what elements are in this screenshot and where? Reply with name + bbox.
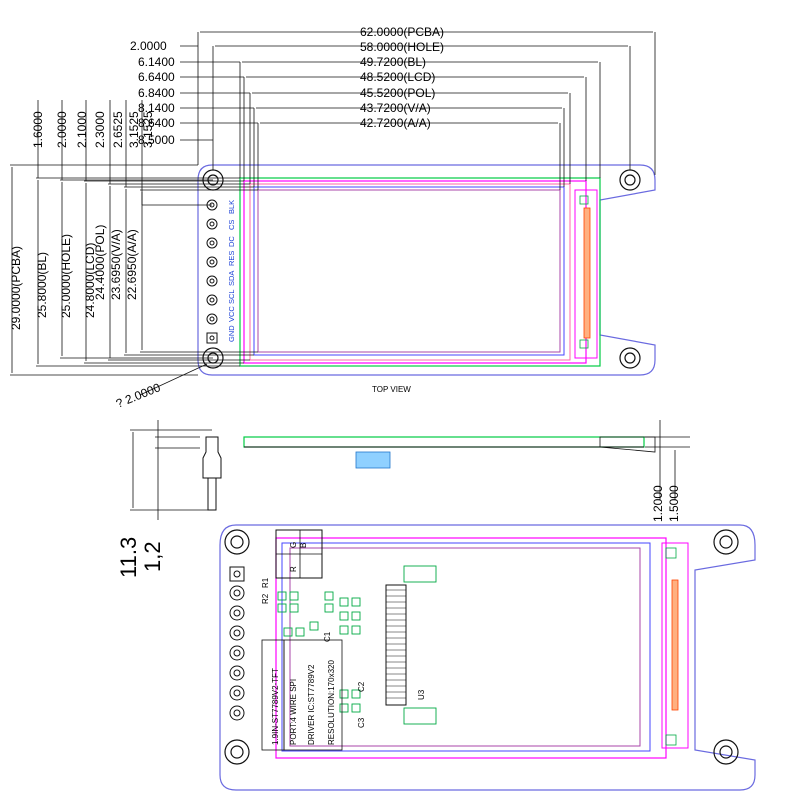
dim-offset-2: 6.1400 bbox=[138, 55, 175, 69]
dim-top-4: 2.3000 bbox=[93, 111, 107, 148]
dim-board-thickness: 1,2 bbox=[140, 541, 165, 572]
top-view-caption: TOP VIEW bbox=[372, 385, 411, 394]
dim-va-width: 43.7200(V/A) bbox=[360, 101, 431, 115]
bottom-pin-pads bbox=[229, 566, 245, 721]
bottom-lcd-outline bbox=[275, 537, 667, 759]
dim-aa-width: 42.7200(A/A) bbox=[360, 116, 431, 130]
dim-aa-height: 22.6950(A/A) bbox=[125, 229, 139, 300]
dim-offset-4: 6.8400 bbox=[138, 86, 175, 100]
height-dimensions bbox=[10, 100, 258, 396]
top-view: GND VCC SCL SDA RES DC CS BLK bbox=[9, 25, 656, 411]
spec-box bbox=[283, 639, 343, 751]
va-outline bbox=[253, 186, 565, 356]
mounting-holes bbox=[202, 169, 641, 369]
dim-va-height: 23.6950(V/A) bbox=[109, 229, 123, 300]
chip-label-u3: U3 bbox=[417, 689, 426, 700]
dim-hole-diameter: ? 2.0000 bbox=[114, 380, 163, 411]
pin-label-blk: BLK bbox=[227, 200, 236, 214]
dim-pcba-width: 62.0000(PCBA) bbox=[360, 25, 444, 39]
resistor-label-r2: R2 bbox=[261, 593, 270, 604]
cap-label-c3: C3 bbox=[357, 717, 366, 728]
dim-thickness-2: 1.5000 bbox=[667, 485, 681, 522]
pin-label-gnd: GND bbox=[227, 325, 236, 342]
pin-label-dc: DC bbox=[227, 236, 236, 247]
dim-top-3: 2.1000 bbox=[75, 111, 89, 148]
jumper-label-b: B bbox=[299, 543, 308, 548]
board-name-text: 1.9IN-ST7789V2-TFT bbox=[271, 668, 280, 745]
backlight-outline bbox=[239, 177, 601, 367]
side-fpc bbox=[355, 451, 391, 469]
dim-bl-width: 49.7200(BL) bbox=[360, 55, 426, 69]
side-module-body bbox=[243, 436, 645, 448]
pcb-outline bbox=[197, 164, 656, 376]
dim-pin-height: 11.3 bbox=[116, 537, 141, 578]
pin-label-sda: SDA bbox=[227, 271, 236, 286]
side-pin-header bbox=[202, 436, 222, 479]
dim-lcd-height: 24.8000(LCD) bbox=[83, 243, 97, 318]
spec-port: PORT:4 WIRE SPI bbox=[289, 679, 298, 745]
dim-bl-height: 25.8000(BL) bbox=[35, 252, 49, 318]
offset-dimension-labels: 2.0000 6.1400 6.6400 6.8400 8.1400 8.640… bbox=[130, 39, 175, 147]
bottom-view: R G B R2 R1 C3 C2 C1 bbox=[219, 524, 756, 791]
cap-label-c1: C1 bbox=[323, 631, 332, 642]
bottom-pcb-outline bbox=[219, 524, 756, 791]
width-dimension-labels: 62.0000(PCBA) 58.0000(HOLE) 49.7200(BL) … bbox=[360, 25, 444, 130]
dim-pcba-height: 29.0000(PCBA) bbox=[9, 246, 23, 330]
height-dimension-labels: 29.0000(PCBA) 25.8000(BL) 25.0000(HOLE) … bbox=[9, 225, 139, 330]
jumper-label-r: R bbox=[289, 566, 298, 572]
dim-top-6: 3.1525 bbox=[127, 111, 141, 148]
bottom-flex bbox=[661, 542, 689, 749]
aa-outline bbox=[257, 189, 561, 353]
dim-top-7: 3.1525 bbox=[141, 111, 155, 148]
flex-connector bbox=[574, 189, 598, 359]
dim-pol-height: 24.4000(POL) bbox=[93, 225, 107, 300]
dim-hole-width: 58.0000(HOLE) bbox=[360, 40, 444, 54]
spec-driver: DRIVER IC:ST7789V2 bbox=[307, 664, 316, 745]
dim-offset-1: 2.0000 bbox=[130, 39, 167, 53]
dim-lcd-width: 48.5200(LCD) bbox=[360, 70, 435, 84]
dim-pol-width: 45.5200(POL) bbox=[360, 86, 435, 100]
dim-thickness-1: 1.2000 bbox=[651, 485, 665, 522]
jumper-label-g: G bbox=[289, 542, 298, 548]
width-dimensions bbox=[180, 31, 656, 190]
resistor-label-r1: R1 bbox=[261, 577, 270, 588]
dim-offset-3: 6.6400 bbox=[138, 70, 175, 84]
hole-bottom-right bbox=[619, 347, 641, 369]
dim-hole-height: 25.0000(HOLE) bbox=[59, 234, 73, 318]
side-view: 11.3 1,2 1.2000 1.5000 bbox=[116, 420, 690, 578]
cap-label-c2: C2 bbox=[357, 681, 366, 692]
dim-top-1: 1.6000 bbox=[31, 111, 45, 148]
pol-outline bbox=[249, 183, 571, 361]
fpc-connector bbox=[385, 584, 407, 706]
pin-label-vcc: VCC bbox=[227, 306, 236, 322]
pin-label-res: RES bbox=[227, 251, 236, 266]
top-offset-labels: 1.6000 2.0000 2.1000 2.3000 2.6525 3.152… bbox=[31, 111, 155, 148]
dim-offset-7: 8.5000 bbox=[138, 133, 175, 147]
bottom-mounting-holes bbox=[224, 529, 739, 765]
pin-label-scl: SCL bbox=[227, 289, 236, 304]
pin-labels: GND VCC SCL SDA RES DC CS BLK bbox=[227, 200, 236, 342]
pin-header bbox=[206, 199, 218, 344]
dim-offset-6: 8.6400 bbox=[138, 116, 175, 130]
dim-top-5: 2.6525 bbox=[111, 111, 125, 148]
hole-top-right bbox=[619, 169, 641, 191]
smd-pads bbox=[277, 591, 361, 713]
lcd-outline bbox=[243, 180, 587, 364]
dim-top-2: 2.0000 bbox=[55, 111, 69, 148]
spec-resolution: RESOLUTION:170x320 bbox=[327, 660, 336, 745]
pin-label-cs: CS bbox=[227, 220, 236, 230]
dim-offset-5: 8.1400 bbox=[138, 101, 175, 115]
